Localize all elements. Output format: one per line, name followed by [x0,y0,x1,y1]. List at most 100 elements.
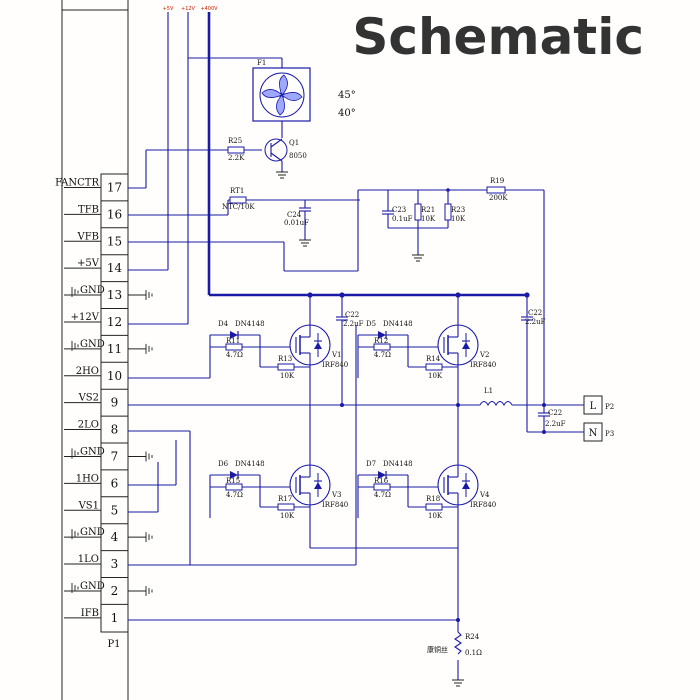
pin-number: 1 [111,611,119,625]
resistor-r19 [486,186,506,194]
part-label: 10K [421,215,436,223]
resistor-value: 4.7Ω [374,491,391,499]
part-label: 0.01uF [284,219,309,227]
ground-icon [145,290,153,301]
mosfet-part: IRF840 [470,361,496,369]
resistor-r21 [414,203,422,221]
fan-icon [259,72,305,118]
ground-icon [145,343,153,354]
pin-label: VFB [76,231,99,242]
part-label: 10K [451,215,466,223]
pin-number: 2 [111,584,119,598]
transistor-icon [264,138,288,172]
part-label: R23 [451,206,465,214]
pin-number: 15 [107,234,122,248]
pin-label: VS2 [78,393,99,404]
fan-ref: F1 [257,59,266,67]
resistor-ref: R12 [374,337,388,345]
resistor-series [373,343,391,351]
pin-label: GND [80,581,105,592]
pin-label: +5V [77,258,100,269]
pin-number: 3 [111,557,119,571]
resistor-value: 10K [428,372,443,380]
rail-label: +5V [163,6,174,12]
pin-label: 1HO [76,473,99,484]
pin-label: 1LO [78,554,99,565]
pin-label: VS1 [78,500,99,511]
resistor-pulldown [425,363,443,371]
part-label: 200K [489,194,508,202]
resistor-ref: R17 [278,495,292,503]
rail-label: +400V [200,6,218,12]
pin-number: 10 [107,369,122,383]
thermistor-rt1 [229,196,247,204]
part-label: R21 [421,206,435,214]
resistor-ref: R13 [278,355,292,363]
rail-labels: +5V+12V+400V [163,6,219,12]
pin-number: 17 [107,180,122,194]
mosfet-part: IRF840 [322,361,348,369]
pin-number: 5 [111,503,119,517]
pin-label: 2HO [76,366,99,377]
mosfet-part: IRF840 [322,501,348,509]
fan-temp-high: 45° [338,90,356,101]
fan-temp-low: 40° [338,108,356,119]
resistor-series [225,343,243,351]
part-label: 0.1uF [392,215,413,223]
resistor-ref: R14 [426,355,441,363]
mosfet-icon [437,464,479,506]
shunt-r24 [454,631,462,655]
resistor-pulldown [277,503,295,511]
part-label: RT1 [230,187,244,195]
terminal-label: L [590,401,597,412]
part-label: 2.2uF [525,318,546,326]
ground-icon [145,585,153,596]
pin-number: 4 [111,530,119,544]
resistor-ref: R16 [374,477,389,485]
terminal-p3 [583,422,603,442]
ground-icon [71,582,79,593]
diode-ref: D4 [218,320,229,328]
connector-body [100,173,129,633]
diode-ref: D6 [218,460,229,468]
pin-label: GND [80,285,105,296]
mosfet-icon [289,324,331,366]
part-label: 2.2uF [545,420,566,428]
mosfet-ref: V4 [479,491,490,499]
ground-icon [71,340,79,351]
mosfet-part: IRF840 [470,501,496,509]
pin-number: 8 [111,423,119,437]
terminal-p2 [583,395,603,415]
terminal-label: N [589,428,598,439]
terminal-ref: P2 [605,403,614,411]
diode-part: DN4148 [383,320,413,328]
resistor-value: 10K [280,372,295,380]
page-title: Schematic [352,8,644,66]
pin-label: TFB [78,204,99,215]
diode-ref: D5 [366,320,376,328]
part-label: NTC/10K [222,203,255,211]
resistor-pulldown [425,503,443,511]
resistor-value: 10K [428,512,443,520]
mosfet-icon [289,464,331,506]
part-label: R25 [228,137,242,145]
connector-pins: 17FANCTR16TFB15VFB14+5V13GND12+12V11GND1… [55,177,153,650]
resistor-pulldown [277,363,295,371]
resistor-ref: R18 [426,495,440,503]
ground-icon [71,448,79,459]
transistor-ref: Q1 [289,139,299,147]
diode-part: DN4148 [235,460,265,468]
resistor-series [225,483,243,491]
diode-part: DN4148 [235,320,265,328]
diode-ref: D7 [366,460,376,468]
connector-ref: P1 [107,639,120,650]
part-label: C24 [287,211,302,219]
resistor-value: 10K [280,512,295,520]
terminal-ref: P3 [605,430,614,438]
part-label: L1 [484,387,493,395]
diode-icon [230,471,238,479]
ground-icon [71,287,79,298]
